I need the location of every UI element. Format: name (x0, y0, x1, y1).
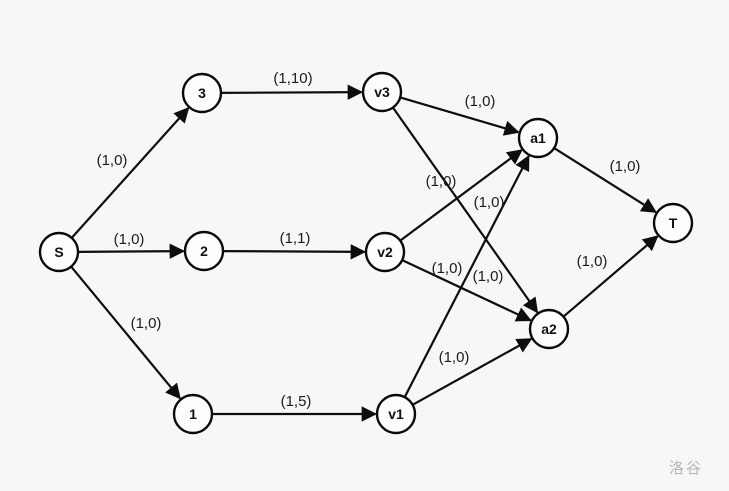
edge-label-S-2: (1,0) (114, 231, 145, 248)
edge-labels-layer: (1,0) (1,0) (1,0) (1,10) (1,1) (1,5) (1,0) (1,0… (97, 70, 641, 410)
node-v2: v2 (364, 231, 406, 273)
node-circle-v1 (375, 393, 417, 435)
edge-v2-a2 (401, 259, 532, 322)
edge-label-3-v3: (1,10) (273, 70, 312, 87)
edge-v3-a1 (399, 96, 520, 136)
edge-label-a1-T: (1,0) (610, 158, 641, 175)
node-v1: v1 (375, 393, 417, 435)
node-circle-2 (183, 230, 225, 272)
edge-label-v1-a2: (1,0) (439, 349, 470, 366)
node-label-T: T (669, 215, 678, 231)
edge-label-S-3: (1,0) (97, 152, 128, 169)
edge-label-a2-T: (1,0) (577, 253, 608, 270)
edge-v1-a1 (403, 154, 530, 398)
edge-label-v3-a1: (1,0) (465, 93, 496, 110)
node-label-a1: a1 (530, 130, 546, 146)
edge-label-v2-a1: (1,0) (474, 194, 505, 211)
node-circle-v2 (364, 231, 406, 273)
edge-S-3 (70, 107, 190, 239)
node-circle-v3 (361, 71, 403, 113)
node-label-S: S (54, 244, 63, 260)
edge-label-2-v2: (1,1) (280, 230, 311, 247)
edges-layer (70, 84, 659, 422)
node-label-3: 3 (198, 85, 206, 101)
edge-S-2 (77, 243, 186, 259)
node-label-v2: v2 (377, 244, 393, 260)
edge-label-S-1: (1,0) (131, 315, 162, 332)
node-2: 2 (183, 230, 225, 272)
node-v3: v3 (361, 71, 403, 113)
node-1: 1 (172, 393, 214, 435)
node-label-a2: a2 (541, 321, 557, 337)
node-S: S (38, 231, 80, 273)
edge-a1-T (553, 147, 658, 214)
edge-label-v1-a1: (1,0) (473, 268, 504, 285)
edge-S-1 (70, 265, 181, 400)
node-label-1: 1 (189, 406, 197, 422)
nodes-layer: S 3 2 1 v3 v2 v1 a1 a2 T (38, 71, 694, 435)
node-circle-S (38, 231, 80, 273)
node-label-2: 2 (200, 243, 208, 259)
edge-label-v2-a2: (1,0) (432, 260, 463, 277)
node-label-v3: v3 (374, 84, 390, 100)
node-circle-3 (181, 72, 223, 114)
watermark: 洛谷 (668, 459, 703, 477)
node-T: T (652, 202, 694, 244)
edge-2-v2 (222, 244, 367, 260)
node-a2: a2 (528, 308, 570, 350)
node-circle-a2 (528, 308, 570, 350)
node-circle-a1 (517, 117, 559, 159)
edge-v3-a2 (392, 106, 539, 314)
edge-v1-a2 (412, 338, 533, 406)
edge-v2-a1 (399, 149, 523, 242)
edge-3-v3 (220, 84, 364, 100)
node-label-v1: v1 (388, 406, 404, 422)
edge-a2-T (562, 235, 659, 318)
node-3: 3 (181, 72, 223, 114)
node-circle-1 (172, 393, 214, 435)
edge-label-v3-a2: (1,0) (426, 173, 457, 190)
node-a1: a1 (517, 117, 559, 159)
node-circle-T (652, 202, 694, 244)
edge-label-1-v1: (1,5) (281, 393, 312, 410)
